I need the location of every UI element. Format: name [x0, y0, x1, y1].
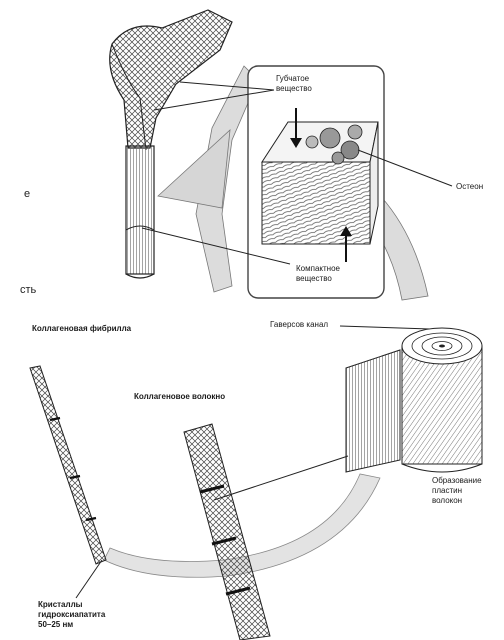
side-text-fragment-2: сть	[20, 284, 36, 296]
lamellae-cylinder	[346, 328, 482, 472]
compact-bone-label: Компактное вещество	[296, 264, 340, 284]
collagen-fibril	[30, 366, 106, 598]
hydroxyapatite-label: Кристаллы гидроксиапатита 50–25 нм	[38, 600, 105, 630]
collagen-fiber-label: Коллагеновое волокно	[134, 392, 225, 402]
haversian-canal-label: Гаверсов канал	[270, 320, 328, 330]
osteon-label: Остеон	[456, 182, 483, 192]
collagen-fibril-label: Коллагеновая фибрилла	[32, 324, 131, 334]
spongy-bone-label: Губчатое вещество	[276, 74, 312, 94]
side-text-fragment-1: е	[24, 188, 30, 200]
lamellae-label: Образование пластин волокон	[432, 476, 482, 506]
cycle-arrow-head	[158, 130, 230, 208]
